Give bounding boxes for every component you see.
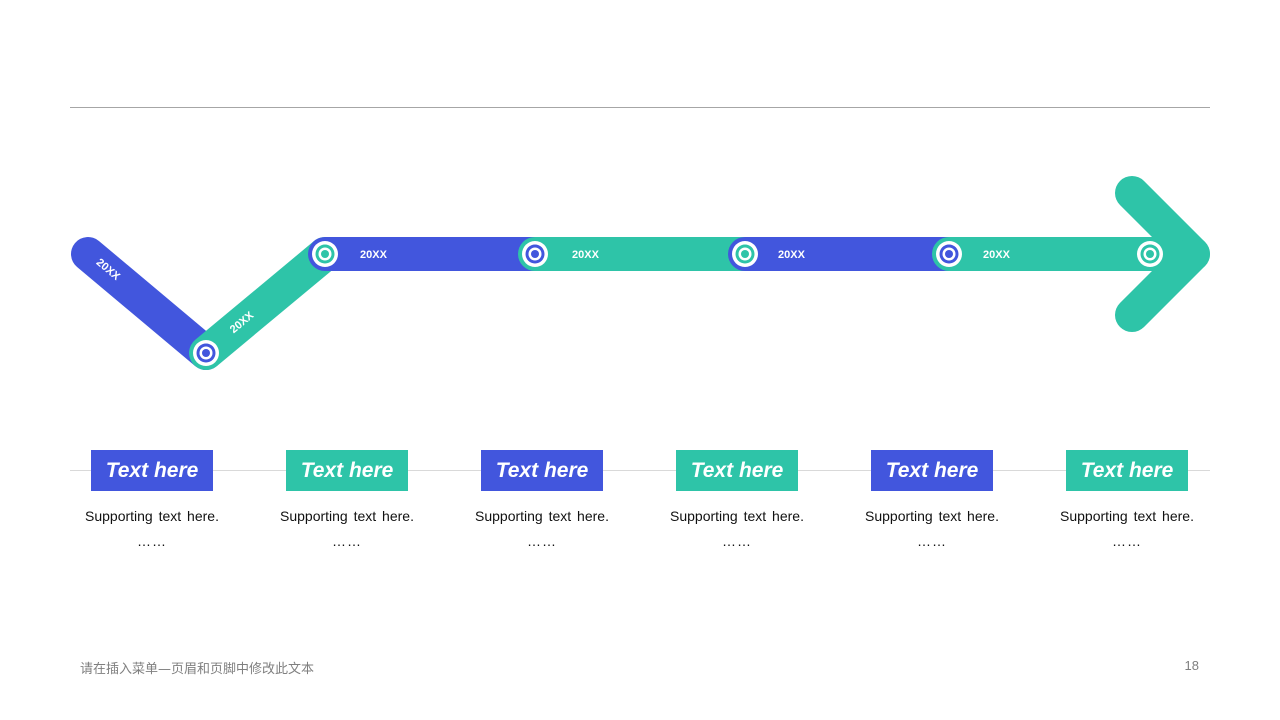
milestone-node-3	[522, 241, 548, 267]
segment-label-4: 20XX	[572, 249, 600, 261]
milestone-card-3: Text here Supporting text here. ……	[462, 450, 622, 549]
card-title: Text here	[286, 450, 408, 491]
card-supporting-text: Supporting text here.	[280, 508, 414, 524]
card-supporting-text: Supporting text here.	[670, 508, 804, 524]
milestone-card-2: Text here Supporting text here. ……	[267, 450, 427, 549]
target-icon	[193, 340, 219, 366]
card-ellipsis: ……	[137, 533, 167, 549]
card-supporting-text: Supporting text here.	[475, 508, 609, 524]
milestone-node-2	[312, 241, 338, 267]
card-ellipsis: ……	[1112, 533, 1142, 549]
timeline-segment-2	[189, 237, 342, 370]
card-title: Text here	[481, 450, 603, 491]
milestone-node-4	[732, 241, 758, 267]
target-icon	[1137, 241, 1163, 267]
cards-divider	[70, 470, 1210, 471]
card-ellipsis: ……	[917, 533, 947, 549]
milestone-node-6	[1137, 241, 1163, 267]
footer-text: 请在插入菜单—页眉和页脚中修改此文本	[80, 662, 315, 677]
arrow-head-icon	[1115, 176, 1210, 332]
segment-label-5: 20XX	[778, 249, 806, 261]
header-divider	[70, 107, 1210, 108]
card-title: Text here	[91, 450, 213, 491]
target-icon	[312, 241, 338, 267]
card-title: Text here	[1066, 450, 1188, 491]
card-ellipsis: ……	[722, 533, 752, 549]
timeline-segment-1	[71, 237, 223, 370]
card-ellipsis: ……	[332, 533, 362, 549]
card-supporting-text: Supporting text here.	[865, 508, 999, 524]
segment-label-3: 20XX	[360, 249, 388, 261]
milestone-node-5	[936, 241, 962, 267]
milestone-card-4: Text here Supporting text here. ……	[657, 450, 817, 549]
card-ellipsis: ……	[527, 533, 557, 549]
milestone-card-5: Text here Supporting text here. ……	[852, 450, 1012, 549]
milestone-card-6: Text here Supporting text here. ……	[1047, 450, 1207, 549]
target-icon	[522, 241, 548, 267]
segment-label-6: 20XX	[983, 249, 1011, 261]
page-number: 18	[1184, 658, 1199, 673]
card-title: Text here	[676, 450, 798, 491]
card-supporting-text: Supporting text here.	[1060, 508, 1194, 524]
target-icon	[732, 241, 758, 267]
milestone-node-1	[193, 340, 219, 366]
target-icon	[936, 241, 962, 267]
card-supporting-text: Supporting text here.	[85, 508, 219, 524]
milestone-card-1: Text here Supporting text here. ……	[72, 450, 232, 549]
card-title: Text here	[871, 450, 993, 491]
